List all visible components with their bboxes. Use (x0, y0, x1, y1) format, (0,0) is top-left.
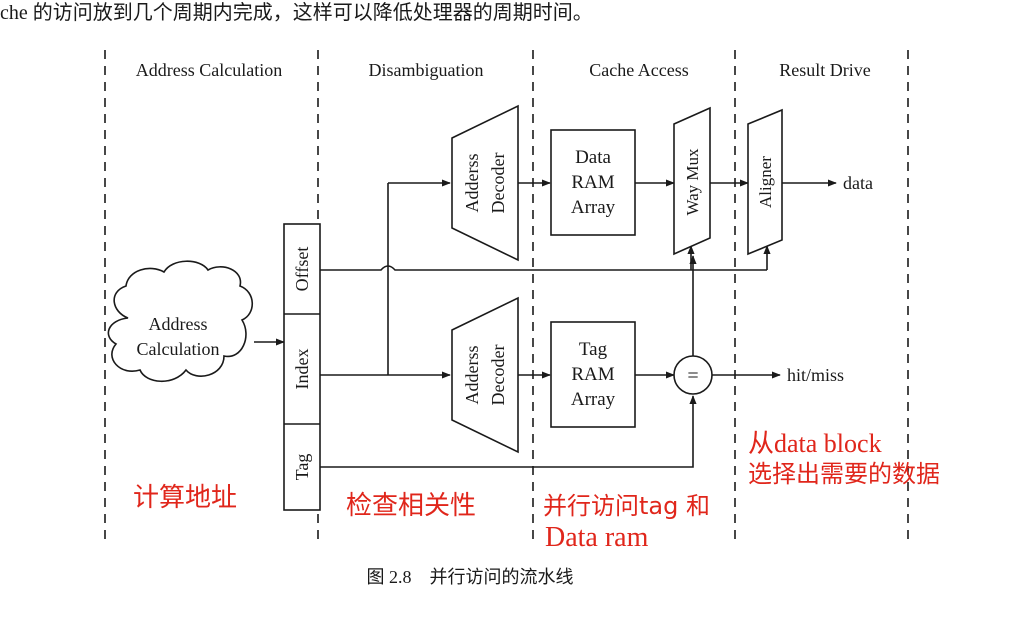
address-register: Offset Index Tag (283, 223, 321, 511)
data-address-decoder: Adderss Decoder (451, 104, 519, 262)
aligner: Aligner (747, 108, 783, 256)
output-data-label: data (843, 173, 873, 193)
decoder-label: Adderss (462, 346, 482, 405)
annotation-parallel: Data ram (545, 522, 649, 553)
cloud-label: Address (149, 314, 208, 334)
comparator-symbol: = (687, 365, 698, 387)
stage-label-address-calculation: Address Calculation (136, 60, 282, 80)
tag-address-decoder: Adderss Decoder (451, 296, 519, 454)
output-hitmiss-label: hit/miss (787, 365, 844, 385)
tag-ram-label: Array (571, 389, 616, 410)
annotation-select: 选择出需要的数据 (748, 460, 940, 488)
annotation-calc: 计算地址 (133, 483, 237, 513)
annotation-disamb: 检查相关性 (346, 491, 476, 521)
stage-label-result-drive: Result Drive (779, 60, 871, 80)
tag-ram-array: Tag RAM Array (550, 321, 636, 428)
decoder-label: Adderss (462, 154, 482, 213)
top-text: che 的访问放到几个周期内完成，这样可以降低处理器的周期时间。 (0, 1, 593, 24)
field-offset-label: Offset (292, 247, 312, 292)
field-index-label: Index (292, 349, 312, 390)
tag-ram-label: RAM (571, 364, 614, 385)
tag-wire (320, 395, 697, 468)
data-ram-label: RAM (571, 172, 614, 193)
tag-ram-label: Tag (579, 339, 608, 360)
stage-label-disambiguation: Disambiguation (369, 60, 484, 80)
cloud-label: Calculation (137, 339, 220, 359)
data-ram-label: Data (575, 147, 611, 168)
decoder-label: Decoder (488, 153, 508, 214)
field-tag-label: Tag (292, 454, 312, 481)
offset-wire (320, 265, 691, 271)
decoder-label: Decoder (488, 345, 508, 406)
data-ram-label: Array (571, 197, 616, 218)
way-mux-label: Way Mux (683, 148, 702, 216)
address-calculation-cloud: Address Calculation (107, 260, 254, 383)
figure-caption: 图 2.8 并行访问的流水线 (367, 567, 574, 587)
annotation-parallel: 并行访问tag 和 (543, 492, 710, 520)
annotation-select: 从data block (748, 429, 882, 458)
stage-label-cache-access: Cache Access (589, 60, 688, 80)
comparator: = (673, 355, 713, 395)
way-mux: Way Mux (673, 106, 711, 256)
aligner-label: Aligner (756, 156, 775, 208)
data-ram-array: Data RAM Array (550, 129, 636, 236)
